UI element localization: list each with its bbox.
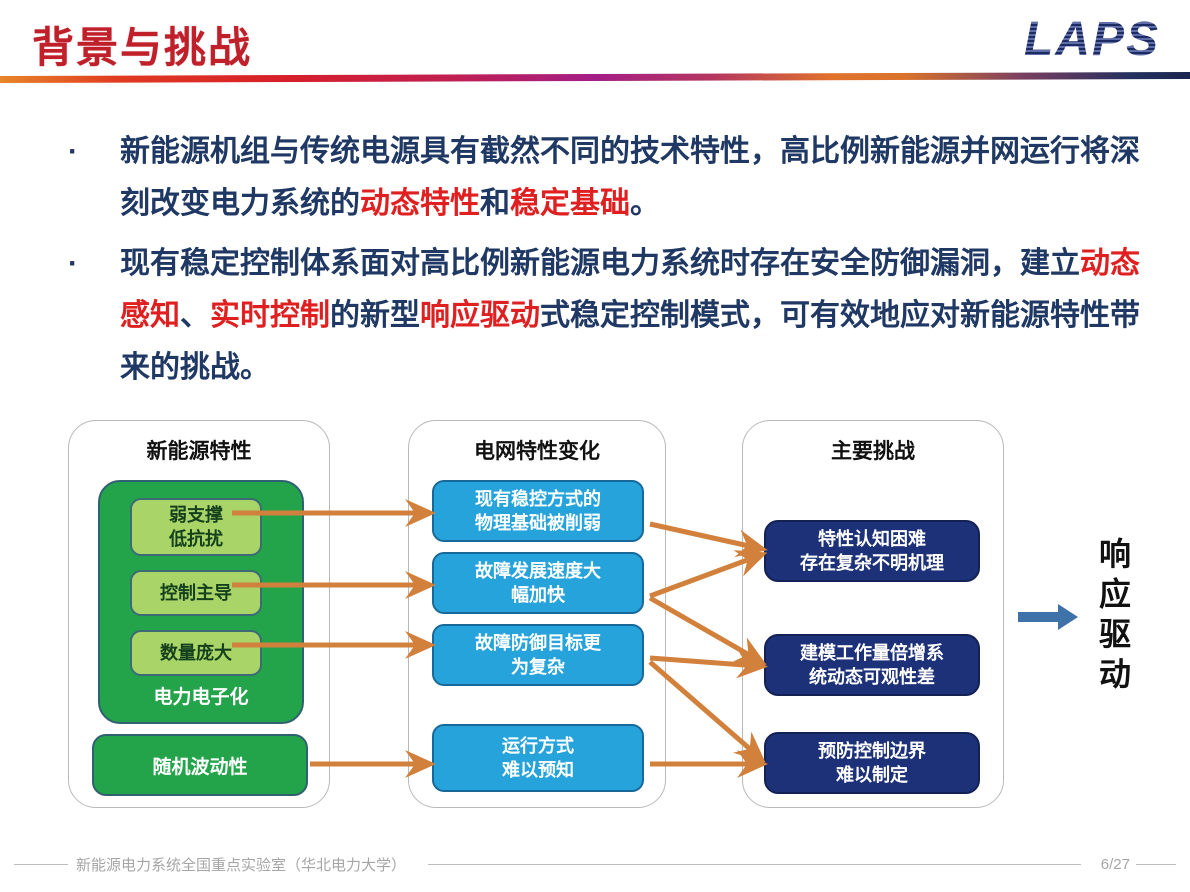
footer-text: 新能源电力系统全国重点实验室（华北电力大学） [76,856,407,874]
grid-line2: 难以预知 [502,760,574,780]
column-title-2: 电网特性变化 [474,440,600,463]
challenge-box-3: 预防控制边界 难以制定 [764,732,980,794]
out-char-2: 应 [1098,576,1131,612]
bullet-seg: 式稳定控制模式，可有效地应对新能源特性带来的挑战。 [120,299,1140,384]
feature-box-large-quantity: 数量庞大 [130,630,262,676]
grid-change-box-1: 现有稳控方式的 物理基础被削弱 [432,480,644,542]
challenge-line1: 特性认知困难 [818,529,926,549]
bullet-seg-highlight: 响应驱动 [420,299,540,332]
challenge-line2: 统动态可观性差 [809,667,935,687]
feature-box-control-dominant: 控制主导 [130,570,262,616]
bullet-seg: 的新型 [330,299,420,332]
grid-line1: 运行方式 [502,736,574,756]
bullet-seg-highlight: 稳定基础 [510,187,630,220]
feature-box-weak-support: 弱支撑 低抗扰 [130,498,262,556]
bullet-seg: 、 [180,299,210,332]
bullet-text-1: 新能源机组与传统电源具有截然不同的技术特性，高比例新能源并网运行将深刻改变电力系… [120,126,1150,230]
power-electronics-label: 电力电子化 [153,687,249,708]
bullet-seg: 新能源机组与传统电源具有截然不同的技术特性，高比例新能源并网运行将深刻改变电力系… [120,135,1140,220]
laps-logo: LAPS [1023,13,1160,66]
grid-change-box-2: 故障发展速度大 幅加快 [432,552,644,614]
bullet-marker: · [68,135,78,168]
grid-line2: 为复杂 [511,657,565,677]
out-char-1: 响 [1098,536,1131,572]
footer-rule-middle [428,863,1081,865]
grid-line2: 幅加快 [511,585,565,605]
bullet-seg-highlight: 动态特性 [360,187,480,220]
grid-line1: 现有稳控方式的 [475,489,601,509]
bullet-marker: · [68,247,78,280]
page-title: 背景与挑战 [32,24,253,71]
output-label-response-driven: 响 应 驱 动 [1092,534,1138,694]
header-gradient-rule [0,72,1190,83]
grid-line1: 故障防御目标更 [475,633,601,653]
column-title-1: 新能源特性 [146,440,252,463]
grid-change-box-3: 故障防御目标更 为复杂 [432,624,644,686]
bullet-item-2: · 现有稳定控制体系面对高比例新能源电力系统时存在安全防御漏洞，建立动态感知、实… [60,238,1150,394]
challenge-line2: 难以制定 [836,765,908,785]
challenge-box-1: 特性认知困难 存在复杂不明机理 [764,520,980,582]
flow-diagram: 新能源特性 电网特性变化 主要挑战 弱支撑 低抗扰 控制主导 数量庞大 电力电子… [0,412,1190,822]
feature-line1: 弱支撑 [169,505,223,525]
output-arrow-icon [1018,604,1078,630]
grid-change-box-4: 运行方式 难以预知 [432,724,644,792]
out-char-4: 动 [1098,656,1131,692]
feature-box-random-fluctuation: 随机波动性 [92,734,308,796]
bullet-seg: 和 [480,187,510,220]
page-number: 6/27 [1100,855,1130,873]
feature-line2: 低抗扰 [169,529,223,549]
challenge-line1: 预防控制边界 [818,741,926,761]
grid-line1: 故障发展速度大 [475,561,601,581]
bullet-item-1: · 新能源机组与传统电源具有截然不同的技术特性，高比例新能源并网运行将深刻改变电… [60,126,1150,230]
bullet-seg: 现有稳定控制体系面对高比例新能源电力系统时存在安全防御漏洞，建立 [120,247,1080,280]
challenge-box-2: 建模工作量倍增系 统动态可观性差 [764,634,980,696]
bullet-seg-highlight: 实时控制 [210,299,330,332]
grid-line2: 物理基础被削弱 [475,513,601,533]
bullet-seg-highlight: 动态感知 [120,247,1140,332]
column-title-3: 主要挑战 [831,440,915,463]
feature-line1: 数量庞大 [160,643,232,663]
footer-rule-right [1136,863,1176,865]
bullet-seg: 。 [630,187,660,220]
challenge-line2: 存在复杂不明机理 [800,553,944,573]
bullet-text-2: 现有稳定控制体系面对高比例新能源电力系统时存在安全防御漏洞，建立动态感知、实时控… [120,238,1150,394]
footer-rule-left [14,863,68,865]
out-char-3: 驱 [1098,616,1131,652]
power-electronics-group: 弱支撑 低抗扰 控制主导 数量庞大 电力电子化 [98,480,304,724]
slide-footer: 新能源电力系统全国重点实验室（华北电力大学） 6/27 [0,850,1190,878]
challenge-line1: 建模工作量倍增系 [800,643,944,663]
feature-line1: 控制主导 [160,583,232,603]
